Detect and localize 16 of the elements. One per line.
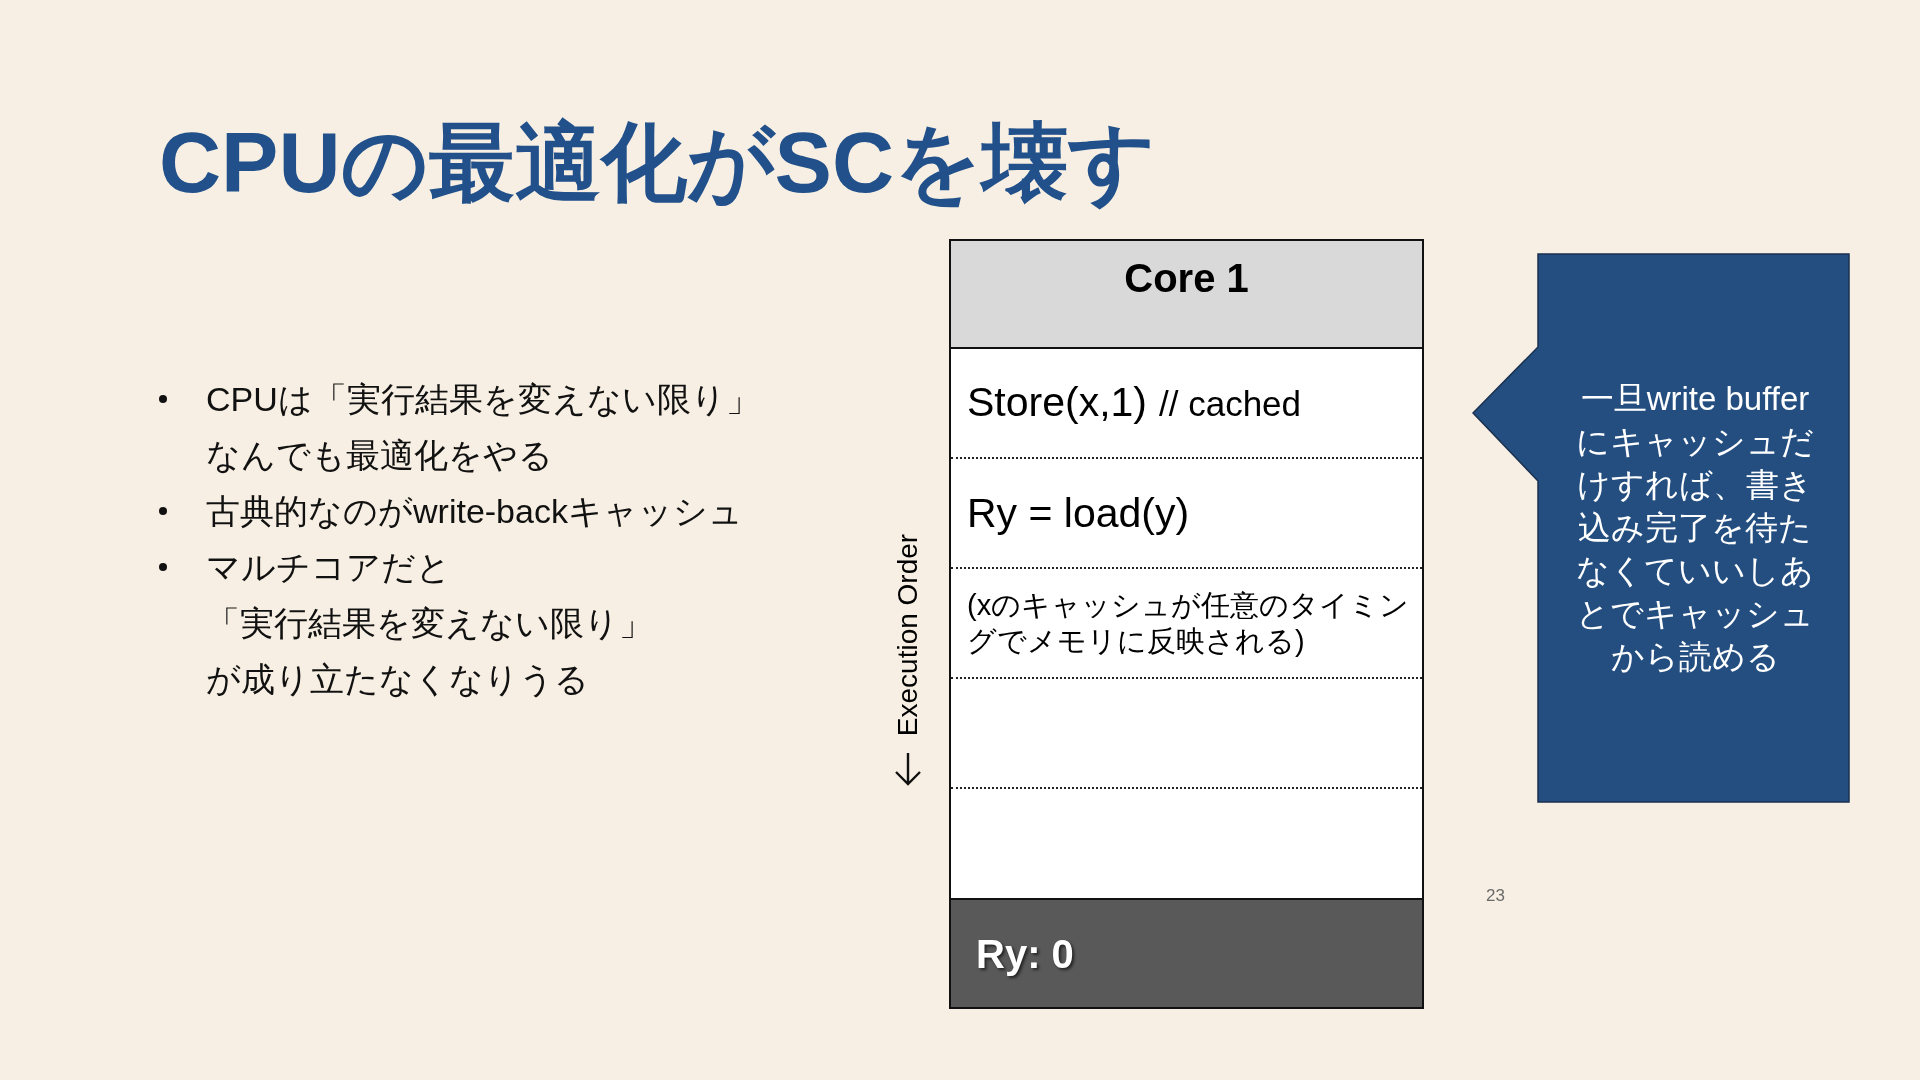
bullet-text: CPUは「実行結果を変えない限り」なんでも最適化をやる <box>206 379 761 476</box>
axis-label: Execution Order <box>892 533 925 737</box>
core-table <box>949 239 1424 1009</box>
column-heading: Core 1 <box>1124 255 1249 302</box>
register-value: Ry: 0 <box>976 931 1074 976</box>
page-number: 23 <box>1486 886 1505 906</box>
bullet-text: マルチコアだと「実行結果を変えない限り」が成り立たなくなりうる <box>206 547 654 700</box>
table-row <box>951 900 1422 1007</box>
callout-box <box>1472 253 1850 803</box>
bullet-text: 古典的なのがwrite-backキャッシュ <box>206 491 744 532</box>
comment-text: // cached <box>1159 384 1302 423</box>
callout-text: 一旦write bufferにキャッシュだけすれば、書き込み完了を待たなくていいしあとでキャッシュから読める <box>1575 379 1815 677</box>
slide-title: CPUの最適化がSCを壊す <box>159 113 1157 212</box>
code-text: Store(x,1) <box>967 379 1147 425</box>
code-text: Ry = load(y) <box>967 490 1190 536</box>
note-text: (xのキャッシュが任意のタイミングでメモリに反映される) <box>967 588 1411 659</box>
